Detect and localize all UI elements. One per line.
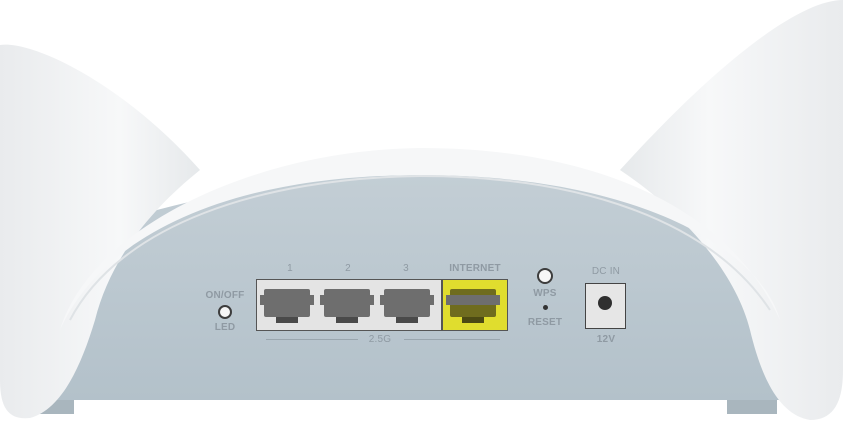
- port-1-label: 1: [287, 263, 293, 274]
- internet-port-label: INTERNET: [449, 263, 501, 274]
- top-arch: [60, 148, 780, 330]
- wps-label: WPS: [533, 288, 557, 299]
- port-3-label: 3: [403, 263, 409, 274]
- dc-jack-hole-icon: [598, 296, 612, 310]
- voltage-label: 12V: [596, 334, 616, 345]
- speed-label: 2.5G: [368, 334, 392, 345]
- lan-port-3[interactable]: [378, 281, 436, 329]
- dc-power-jack[interactable]: [585, 283, 626, 329]
- lan-port-1[interactable]: [258, 281, 316, 329]
- led-onoff-button[interactable]: [218, 305, 232, 319]
- reset-label: RESET: [527, 317, 563, 328]
- led-bottom-label: LED: [214, 322, 236, 333]
- internet-port[interactable]: [444, 281, 502, 329]
- dc-in-label: DC IN: [591, 266, 621, 277]
- right-foot: [727, 400, 777, 414]
- right-antenna-wing: [620, 0, 843, 420]
- led-top-label: ON/OFF: [205, 290, 245, 301]
- port-2-label: 2: [345, 263, 351, 274]
- reset-pinhole[interactable]: [543, 305, 548, 310]
- speed-line-right: [404, 339, 500, 340]
- lan-port-2[interactable]: [318, 281, 376, 329]
- speed-line-left: [266, 339, 358, 340]
- left-antenna-wing: [0, 44, 200, 419]
- wps-button[interactable]: [537, 268, 553, 284]
